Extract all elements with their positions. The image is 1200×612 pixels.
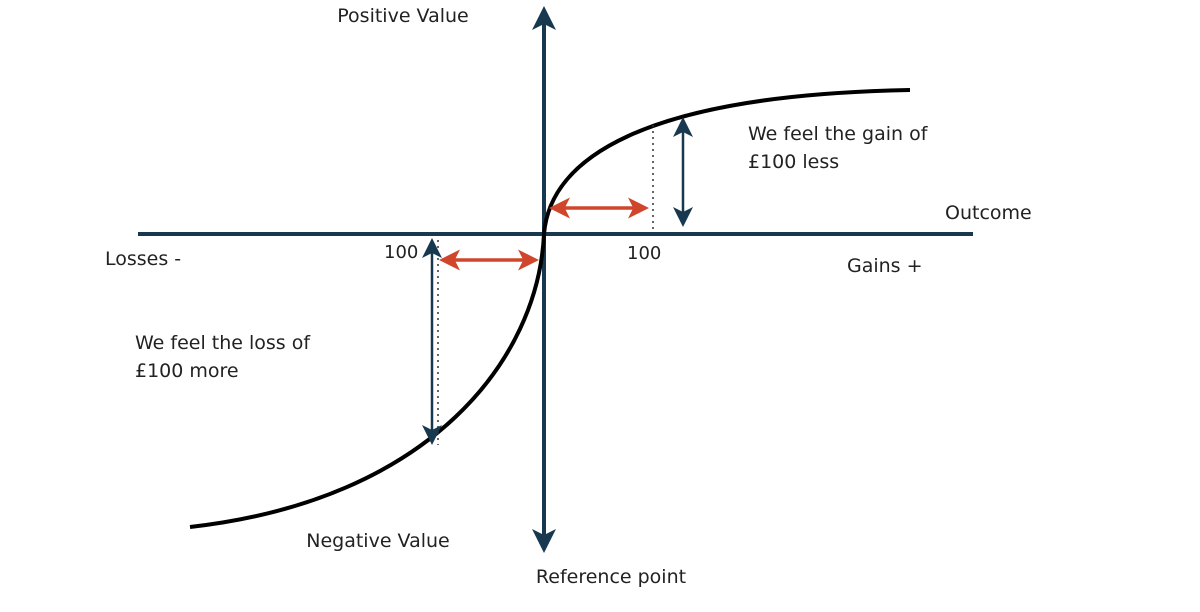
tick-loss-100: 100 [384,242,418,263]
negative-value-label: Negative Value [306,530,449,552]
loss-note-line2: £100 more [135,360,239,382]
loss-curve [189,233,546,529]
losses-label: Losses - [105,248,181,270]
gain-note-line2: £100 less [748,151,839,173]
loss-note-line1: We feel the loss of [135,332,311,354]
tick-gain-100: 100 [627,243,661,264]
gain-curve [542,88,911,235]
gains-label: Gains + [847,255,923,277]
positive-value-label: Positive Value [337,5,468,27]
reference-point-label: Reference point [536,566,686,588]
outcome-label: Outcome [945,202,1032,224]
gain-note-line1: We feel the gain of [748,123,929,145]
